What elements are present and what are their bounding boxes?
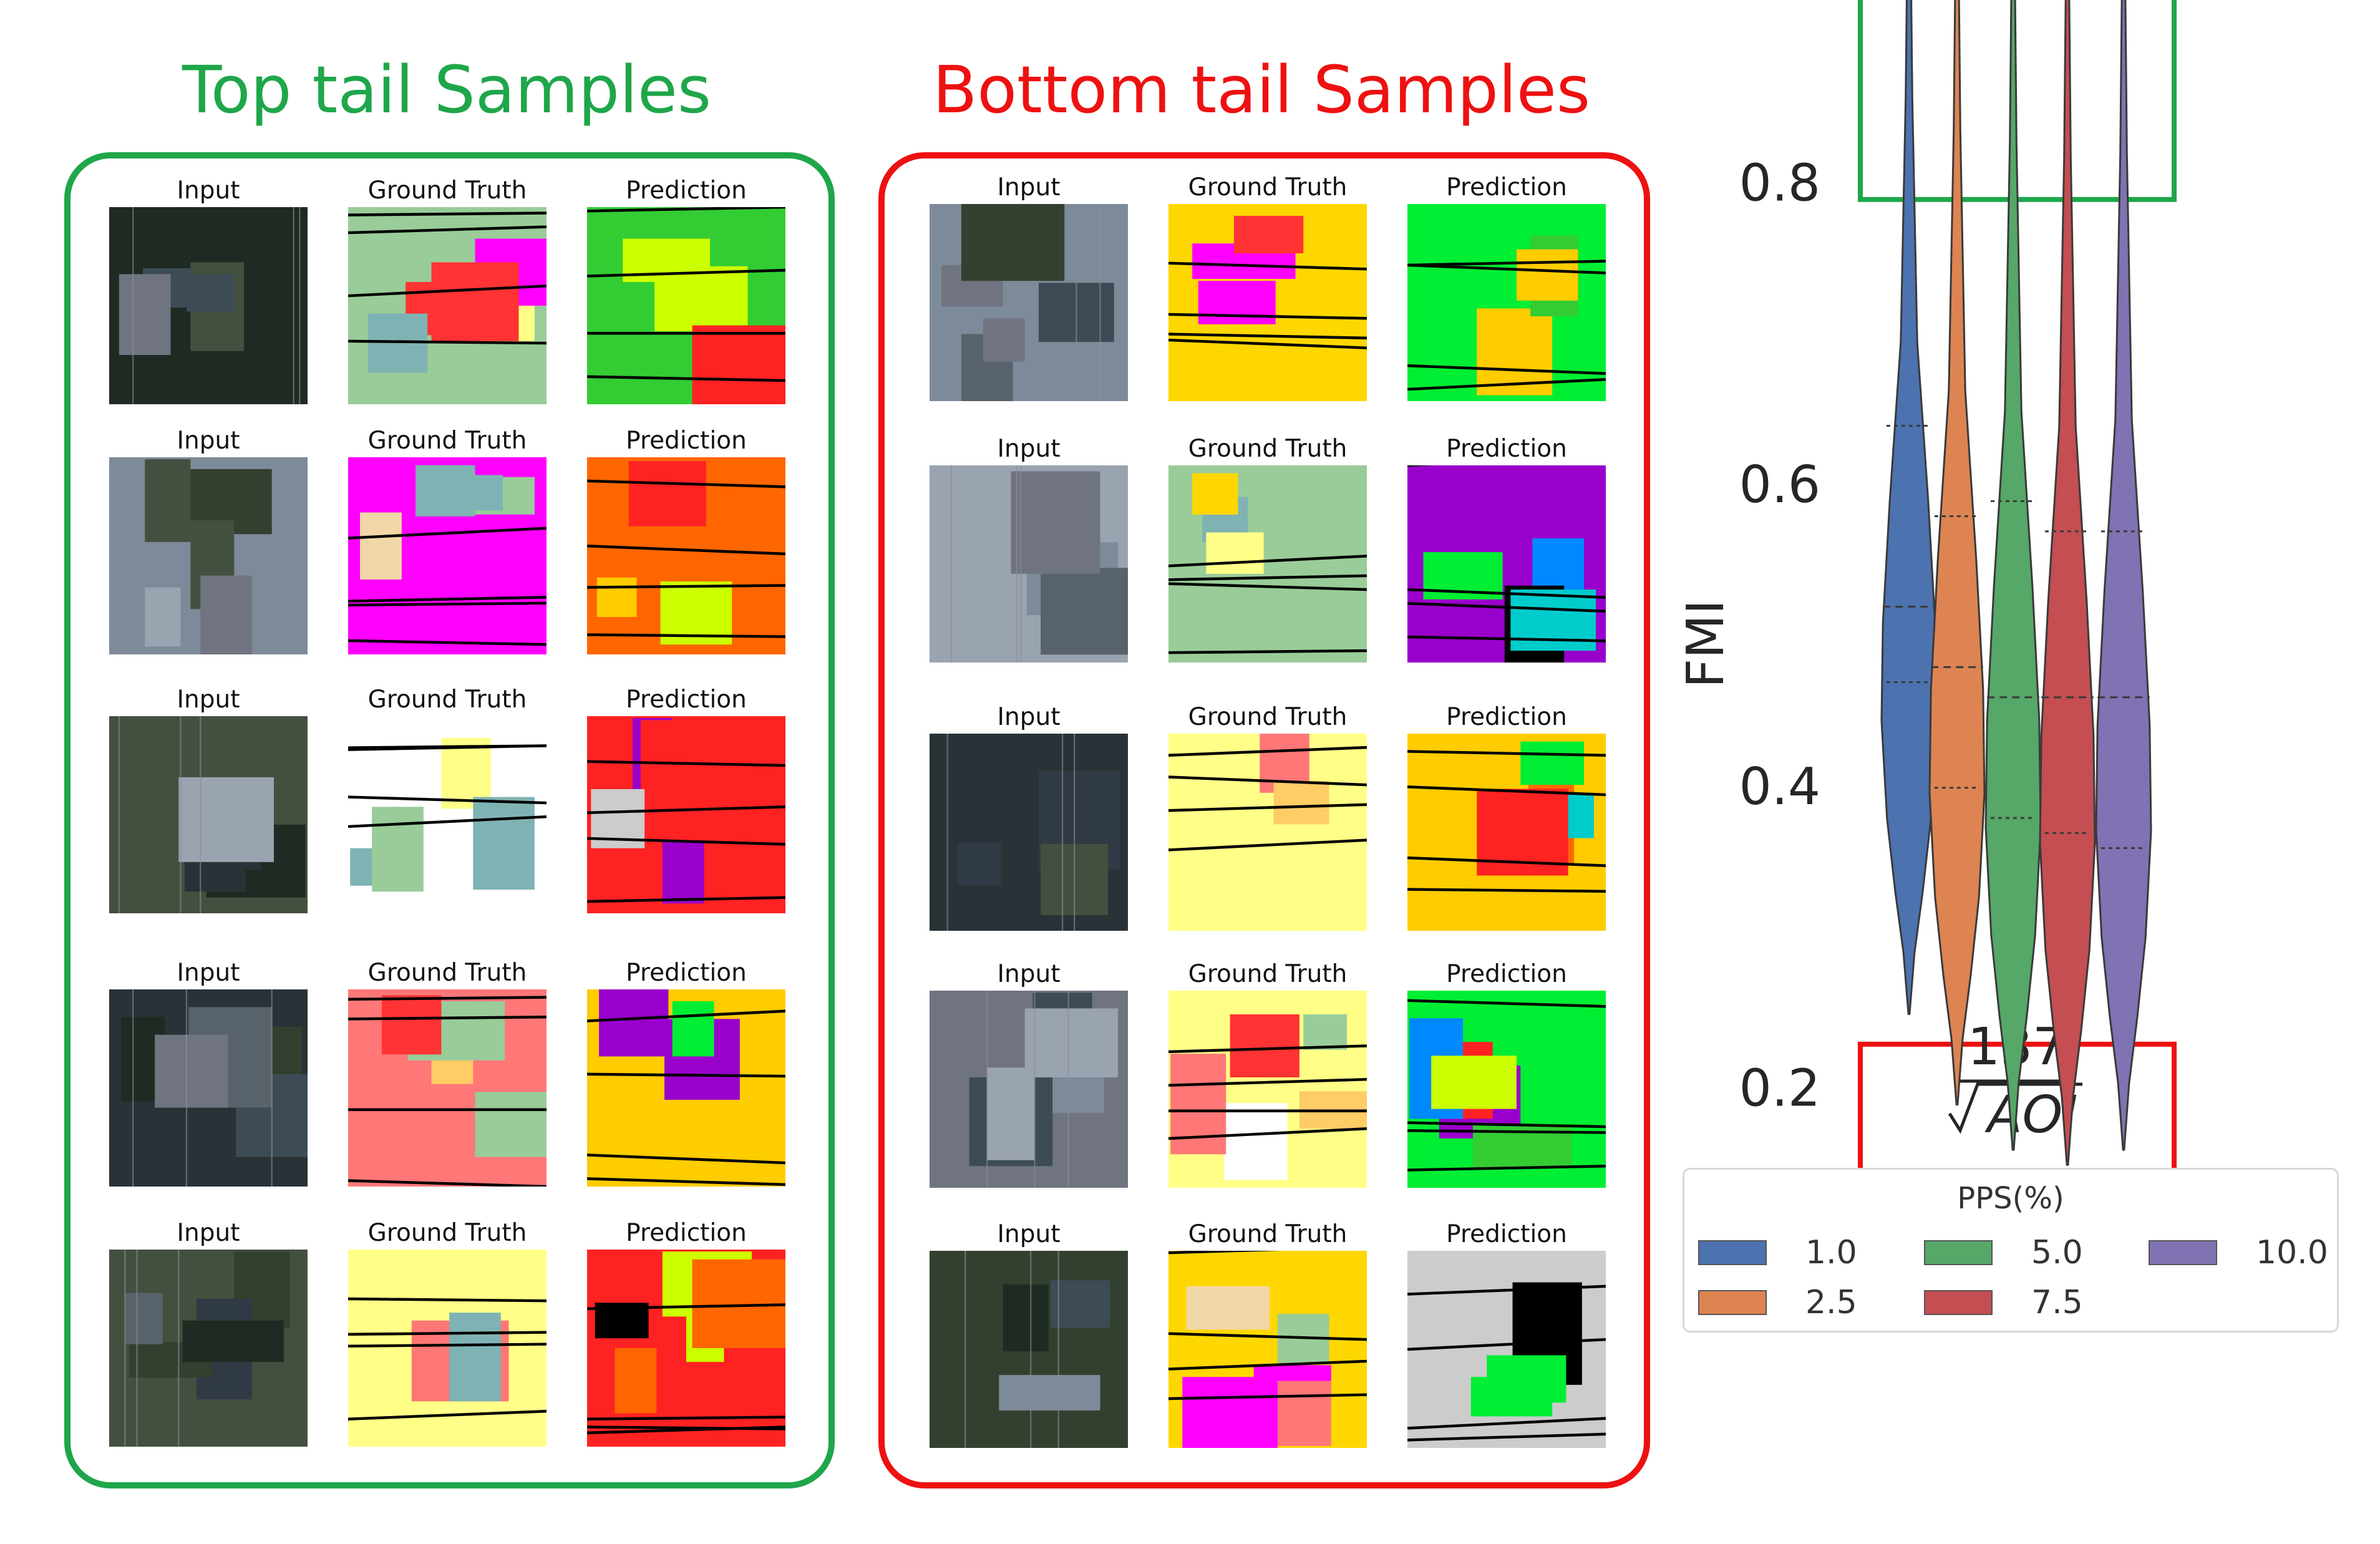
bottom-row2-input-image: [930, 465, 1128, 663]
bottom-row2-ground-truth-image: [1168, 465, 1367, 663]
bottom-row1-ground-truth-image: [1168, 204, 1367, 401]
top-row1-input-label: Input: [177, 177, 240, 205]
y-axis-label: FMI: [1676, 600, 1736, 688]
top-row3-prediction-label: Prediction: [626, 686, 747, 714]
y-tick-0-8: 0.8: [1739, 154, 1820, 213]
legend-label-5-0: 5.0: [2031, 1234, 2083, 1271]
top-row5-prediction-label: Prediction: [626, 1219, 747, 1247]
top-row2-input-label: Input: [177, 427, 240, 455]
legend-swatch-5-0: [1924, 1240, 1993, 1265]
bottom-tail-panel: [878, 152, 1650, 1488]
bottom-row1-input-image: [930, 204, 1128, 401]
legend-item-7-5: 7.5: [1924, 1284, 2083, 1321]
bottom-row4-input-label: Input: [997, 960, 1061, 988]
bottom-row3-prediction-label: Prediction: [1446, 703, 1567, 731]
legend-item-2-5: 2.5: [1698, 1284, 1857, 1321]
legend-title: PPS(%): [1957, 1181, 2064, 1216]
legend: PPS(%) 1.0 2.5 5.0 7.5 10.0: [1683, 1168, 2339, 1333]
top-row1-prediction-label: Prediction: [626, 177, 747, 205]
legend-label-1-0: 1.0: [1805, 1234, 1857, 1271]
top-row4-input-label: Input: [177, 959, 240, 987]
bottom-row5-ground-truth-label: Ground Truth: [1188, 1220, 1348, 1248]
top-row3-prediction-image: [587, 716, 785, 913]
bottom-row3-input-image: [930, 734, 1128, 931]
x-denominator-label: AOI: [1984, 1085, 2078, 1145]
top-row4-prediction-label: Prediction: [626, 959, 747, 987]
bottom-row1-input-label: Input: [997, 173, 1061, 201]
top-row4-prediction-image: [587, 989, 785, 1187]
bottom-row5-prediction-label: Prediction: [1446, 1220, 1567, 1248]
top-row2-ground-truth-label: Ground Truth: [367, 427, 527, 455]
sqrt-sign: [1948, 1082, 2082, 1134]
legend-label-2-5: 2.5: [1805, 1284, 1857, 1321]
top-tail-panel: [64, 152, 835, 1488]
bottom-row2-prediction-image: [1407, 465, 1606, 663]
legend-item-10-0: 10.0: [2149, 1234, 2328, 1271]
bottom-row1-prediction-label: Prediction: [1446, 173, 1567, 201]
top-row4-ground-truth-image: [348, 989, 546, 1187]
bottom-row3-input-label: Input: [997, 703, 1061, 731]
legend-swatch-7-5: [1924, 1290, 1993, 1315]
top-row3-ground-truth-image: [348, 716, 546, 913]
legend-label-7-5: 7.5: [2031, 1284, 2083, 1321]
bottom-row3-ground-truth-image: [1168, 734, 1367, 931]
y-tick-0-4: 0.4: [1739, 757, 1820, 817]
top-row5-ground-truth-label: Ground Truth: [367, 1219, 527, 1247]
top-tail-highlight-box: [1858, 0, 2177, 202]
top-row5-prediction-image: [587, 1250, 785, 1447]
top-row1-prediction-image: [587, 207, 785, 404]
violin-10-0: [2095, 0, 2152, 1151]
top-row2-input-image: [109, 457, 308, 654]
top-row1-ground-truth-label: Ground Truth: [367, 177, 527, 205]
top-row5-input-image: [109, 1250, 308, 1447]
x-category-label: 137: [1968, 1017, 2066, 1077]
bottom-row4-ground-truth-image: [1168, 991, 1367, 1188]
top-row3-input-label: Input: [177, 686, 240, 714]
top-row3-ground-truth-label: Ground Truth: [367, 686, 527, 714]
legend-swatch-10-0: [2149, 1240, 2217, 1265]
legend-swatch-2-5: [1698, 1290, 1767, 1315]
bottom-row1-ground-truth-label: Ground Truth: [1188, 173, 1348, 201]
bottom-row2-input-label: Input: [997, 435, 1061, 463]
top-row4-input-image: [109, 989, 308, 1187]
bottom-row4-input-image: [930, 991, 1128, 1188]
top-tail-heading: Top tail Samples: [182, 52, 712, 128]
legend-item-5-0: 5.0: [1924, 1234, 2083, 1271]
y-tick-0-2: 0.2: [1739, 1059, 1820, 1118]
y-tick-0-6: 0.6: [1739, 455, 1820, 515]
top-row2-ground-truth-image: [348, 457, 546, 654]
bottom-row5-ground-truth-image: [1168, 1251, 1367, 1448]
bottom-row4-prediction-label: Prediction: [1446, 960, 1567, 988]
bottom-row2-prediction-label: Prediction: [1446, 435, 1567, 463]
bottom-row1-prediction-image: [1407, 204, 1606, 401]
bottom-row3-prediction-image: [1407, 734, 1606, 931]
top-row3-input-image: [109, 716, 308, 913]
top-row2-prediction-label: Prediction: [626, 427, 747, 455]
top-row4-ground-truth-label: Ground Truth: [367, 959, 527, 987]
legend-label-10-0: 10.0: [2256, 1234, 2328, 1271]
violin-2-5: [1928, 0, 1986, 1106]
bottom-row3-ground-truth-label: Ground Truth: [1188, 703, 1348, 731]
legend-item-1-0: 1.0: [1698, 1234, 1857, 1271]
legend-swatch-1-0: [1698, 1240, 1767, 1265]
bottom-row5-prediction-image: [1407, 1251, 1606, 1448]
top-row5-ground-truth-image: [348, 1250, 546, 1447]
top-row1-input-image: [109, 207, 308, 404]
bottom-row5-input-image: [930, 1251, 1128, 1448]
top-row2-prediction-image: [587, 457, 785, 654]
bottom-tail-heading: Bottom tail Samples: [932, 52, 1591, 128]
bottom-row4-prediction-image: [1407, 991, 1606, 1188]
violin-1-0: [1880, 0, 1938, 1015]
bottom-row5-input-label: Input: [997, 1220, 1061, 1248]
top-row5-input-label: Input: [177, 1219, 240, 1247]
violin-7-5: [2039, 0, 2096, 1166]
violin-5-0: [1984, 0, 2042, 1151]
bottom-row4-ground-truth-label: Ground Truth: [1188, 960, 1348, 988]
top-row1-ground-truth-image: [348, 207, 546, 404]
bottom-row2-ground-truth-label: Ground Truth: [1188, 435, 1348, 463]
